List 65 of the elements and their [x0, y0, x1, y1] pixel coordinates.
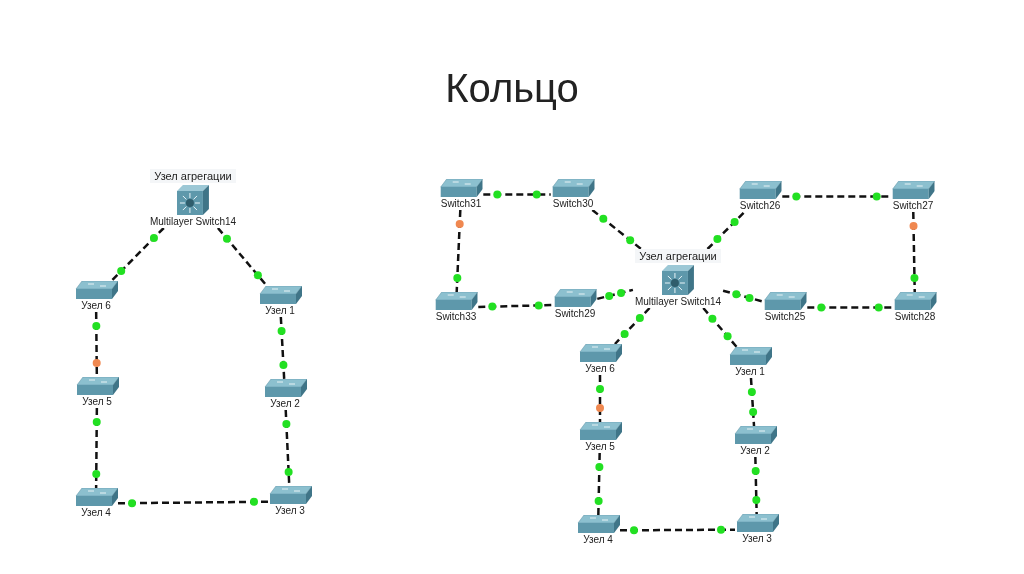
switch-node [762, 292, 808, 323]
switch-node [552, 289, 598, 320]
dashed-link [279, 316, 286, 380]
switch-node [258, 286, 302, 317]
node-label: Switch33 [433, 311, 479, 323]
switch-node [733, 426, 777, 457]
dashed-link [722, 289, 764, 303]
dashed-link [754, 456, 758, 515]
node-label: Switch30 [550, 198, 596, 210]
node-label: Switch31 [438, 198, 484, 210]
node-label: Switch26 [737, 200, 783, 212]
node-label: Узел агрегации [150, 169, 236, 183]
switch-node [728, 347, 772, 378]
switch-node [735, 514, 779, 545]
node-label: Узел 6 [79, 300, 113, 312]
node-label: Узел 6 [583, 363, 617, 375]
dashed-link [216, 227, 268, 287]
switch-node [268, 486, 312, 517]
node-label: Switch25 [762, 311, 808, 323]
dashed-link [94, 312, 99, 377]
node-label: Switch28 [892, 311, 938, 323]
switch-node [737, 181, 783, 212]
switch-node [892, 292, 938, 323]
switch-node [576, 515, 620, 546]
node-label: Узел 2 [738, 445, 772, 457]
node-label: Узел 1 [263, 305, 297, 317]
dashed-link [620, 528, 735, 532]
dashed-link [702, 307, 738, 348]
node-label: Узел 3 [740, 533, 774, 545]
switch-node [74, 281, 118, 312]
node-label: Узел 5 [80, 396, 114, 408]
dashed-link [782, 195, 891, 198]
dashed-link [478, 303, 553, 309]
node-label: Switch27 [890, 200, 936, 212]
title: Кольцо [444, 65, 580, 112]
switch-node [578, 422, 622, 453]
dashed-link [94, 408, 99, 488]
node-label: Multilayer Switch14 [147, 216, 239, 228]
switch-node [550, 179, 596, 210]
aggregation-switch-node [632, 249, 724, 308]
node-label: Узел 4 [79, 507, 113, 519]
switch-node [578, 344, 622, 375]
switch-node [74, 488, 118, 519]
dashed-link [597, 288, 634, 301]
switch-node [438, 179, 484, 210]
switch-node [433, 292, 479, 323]
node-label: Узел 2 [268, 398, 302, 410]
dashed-link [118, 500, 268, 505]
aggregation-switch-node [147, 169, 239, 228]
node-label: Узел 5 [583, 441, 617, 453]
node-label: Узел агрегации [635, 249, 721, 263]
node-label: Multilayer Switch14 [632, 296, 724, 308]
node-label: Узел 4 [581, 534, 615, 546]
switch-node [263, 379, 307, 410]
dashed-link [749, 377, 756, 427]
dashed-link [483, 193, 551, 196]
dashed-link [807, 306, 893, 309]
node-label: Узел 1 [733, 366, 767, 378]
switch-node [890, 181, 936, 212]
node-label: Switch29 [552, 308, 598, 320]
node-label: Узел 3 [273, 505, 307, 517]
dashed-link [912, 211, 916, 293]
switch-node [75, 377, 119, 408]
dashed-link [598, 375, 602, 422]
dashed-link [597, 452, 601, 516]
